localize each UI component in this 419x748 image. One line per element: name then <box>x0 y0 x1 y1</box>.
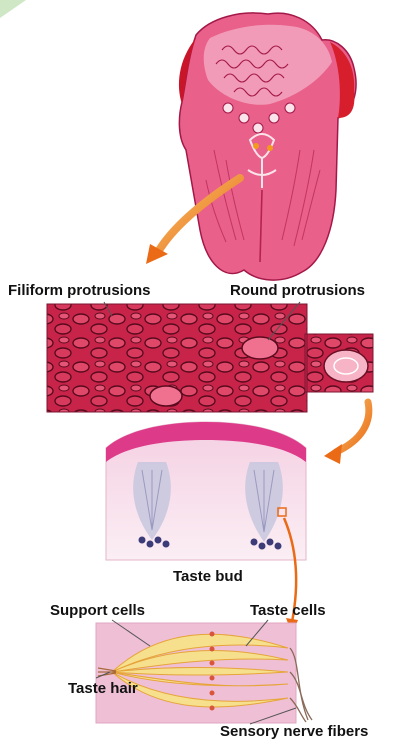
label-sensory-nerve-fibers: Sensory nerve fibers <box>220 724 368 739</box>
label-taste-bud: Taste bud <box>173 569 243 584</box>
corner-decoration <box>0 0 26 18</box>
label-taste-hair: Taste hair <box>68 681 138 696</box>
label-round-protrusions: Round protrusions <box>230 283 365 298</box>
arrow-papilla-to-bud <box>324 402 369 464</box>
label-support-cells: Support cells <box>50 603 145 618</box>
label-filiform-protrusions: Filiform protrusions <box>8 283 151 298</box>
label-taste-cells: Taste cells <box>250 603 326 618</box>
taste-cell-detail <box>96 623 312 723</box>
papillae-closeup <box>47 304 373 412</box>
taste-bud-section <box>106 422 306 560</box>
tongue-illustration <box>179 13 356 280</box>
